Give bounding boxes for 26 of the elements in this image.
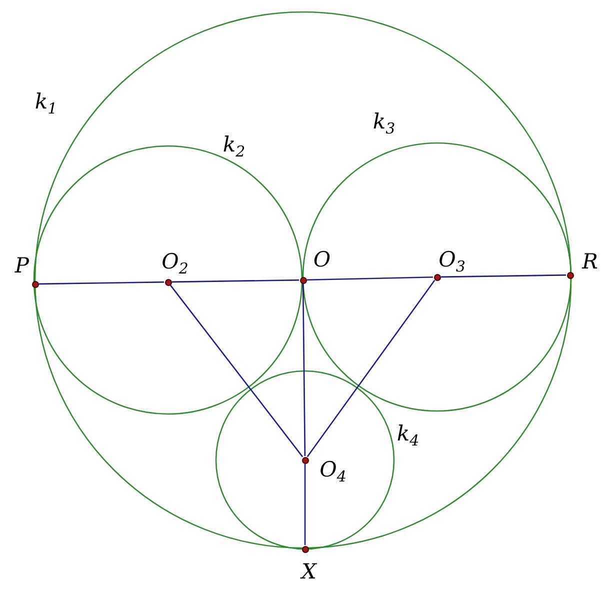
point-label: O$_{3}$ bbox=[438, 249, 466, 275]
line-segment bbox=[172, 279, 299, 283]
line-segment bbox=[306, 276, 434, 281]
line-segment bbox=[440, 274, 566, 278]
line-segment bbox=[302, 284, 306, 456]
point-marker bbox=[566, 272, 574, 278]
line-segment bbox=[170, 284, 304, 458]
point-label: R bbox=[582, 252, 598, 272]
point-label: P bbox=[14, 256, 30, 276]
point-marker bbox=[164, 278, 172, 286]
point-label: O$_{2}$ bbox=[162, 251, 188, 277]
point-label: O$_{4}$ bbox=[320, 459, 346, 485]
line-segment bbox=[304, 464, 306, 545]
point-label: X bbox=[302, 562, 316, 582]
point-marker bbox=[32, 280, 38, 288]
point-marker bbox=[434, 274, 440, 280]
circle-label: k$_{1}$ bbox=[34, 91, 58, 117]
point-marker bbox=[300, 276, 306, 284]
circle-label: k$_{3}$ bbox=[372, 111, 396, 137]
point-label: O bbox=[313, 250, 331, 270]
circle-label: k$_{2}$ bbox=[222, 134, 246, 160]
line-segment bbox=[306, 280, 436, 458]
point-marker bbox=[302, 546, 308, 552]
line-segment bbox=[38, 281, 164, 285]
point-marker bbox=[302, 456, 308, 464]
circle-label: k$_{4}$ bbox=[396, 423, 420, 449]
